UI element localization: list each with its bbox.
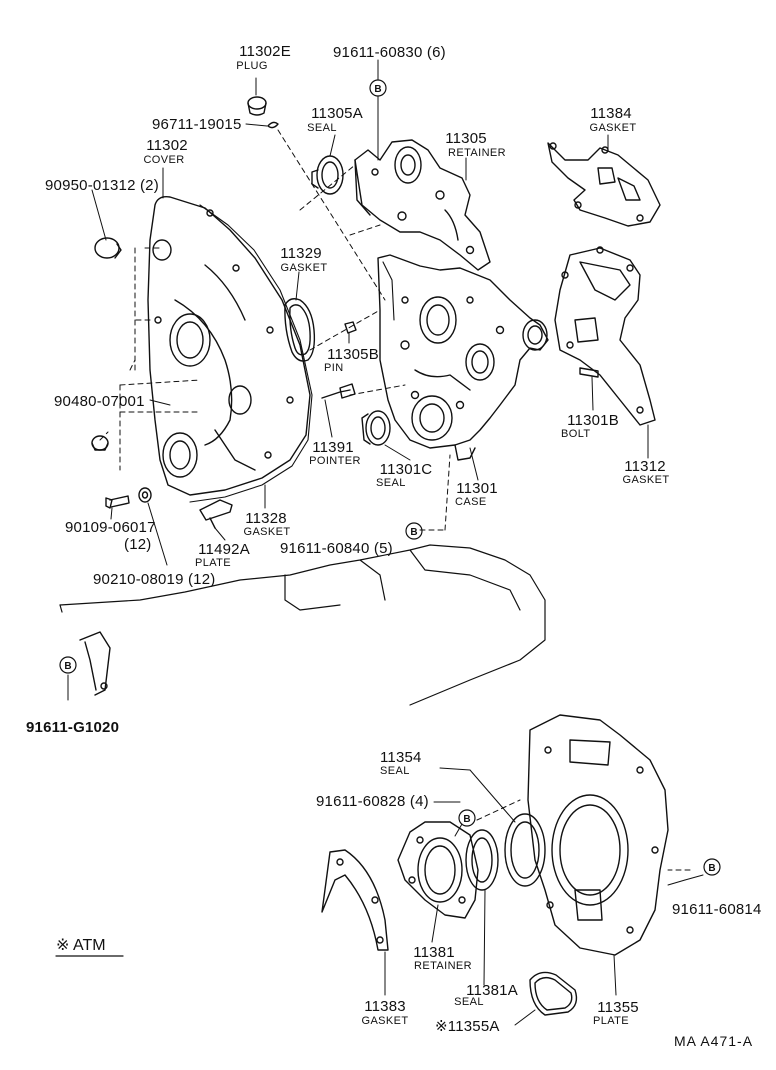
part-number-11355: 11355: [597, 999, 639, 1016]
part-number-11302E: 11302E: [239, 43, 291, 60]
bolt-marker-letter: B: [410, 527, 417, 538]
part-number-91611-60814: 91611-60814: [672, 901, 762, 918]
part-name-seal: SEAL: [376, 477, 406, 489]
part-name-cover: COVER: [143, 154, 185, 166]
part-number-11381: 11381: [413, 944, 455, 961]
cap-11355A-drawing: [529, 971, 578, 1016]
part-number-11301B: 11301B: [567, 412, 619, 429]
leader-lines: [67, 59, 704, 1026]
part-number-11305B: 11305B: [327, 346, 379, 363]
part-number-11301C: 11301C: [379, 461, 433, 478]
diagram-code: MA A471-A: [674, 1033, 754, 1049]
part-number-91611-60840: 91611-60840 (5): [280, 540, 393, 557]
part-number-11354: 11354: [380, 749, 422, 766]
bolt-marker-letter: B: [374, 84, 381, 95]
bolt-marker-letters: B B B B B: [64, 84, 715, 874]
part-qty-12: (12): [124, 536, 152, 553]
alignment-dashed-lines: [99, 129, 691, 871]
seal-11354-drawing: [504, 813, 546, 887]
part-name-gasket: GASKET: [243, 526, 291, 538]
part-number-90210-08019: 90210-08019 (12): [93, 571, 216, 588]
part-name-seal: SEAL: [454, 996, 484, 1008]
timing-case-11301-drawing: [377, 254, 549, 461]
part-name-seal: SEAL: [307, 122, 337, 134]
part-number-11328: 11328: [245, 510, 287, 527]
part-number-90950-01312: 90950-01312 (2): [45, 177, 159, 194]
part-number-91611-60830: 91611-60830 (6): [333, 44, 446, 61]
part-name-pointer: POINTER: [309, 455, 361, 467]
bolt-marker-letter: B: [708, 863, 715, 874]
part-name-case: CASE: [455, 496, 487, 508]
bracket-91611-G1020-drawing: [79, 631, 111, 696]
part-90480-07001-drawing: [91, 435, 109, 451]
clip-96711-19015-drawing: [267, 121, 279, 129]
pointer-11391-drawing: [321, 383, 356, 399]
plug-11302E-drawing: [247, 96, 267, 116]
part-number-96711-19015: 96711-19015: [152, 116, 242, 133]
timing-cover-11302-drawing: [147, 195, 313, 503]
seal-11305A-drawing: [311, 155, 344, 195]
part-number-11391: 11391: [312, 439, 354, 456]
plug-90950-01312-drawing: [94, 237, 122, 259]
part-name-pin: PIN: [324, 362, 344, 374]
part-number-11305A: 11305A: [311, 105, 363, 122]
part-number-11381A: 11381A: [466, 982, 518, 999]
part-name-plate: PLATE: [592, 1015, 630, 1027]
bolt-90109-06017-drawing: [105, 495, 130, 509]
part-number-11384: 11384: [590, 105, 632, 122]
part-name-plate: PLATE: [194, 557, 232, 569]
part-number-90109-06017: 90109-06017: [65, 519, 156, 536]
part-name-plug: PLUG: [236, 60, 268, 72]
part-number-11302: 11302: [146, 137, 188, 154]
plate-11355-drawing: [527, 714, 669, 956]
part-name-gasket: GASKET: [361, 1015, 409, 1027]
bolt-marker-letter: B: [463, 814, 470, 825]
gasket-11383-drawing: [321, 849, 389, 951]
part-name-retainer: RETAINER: [413, 960, 473, 972]
part-number-11383: 11383: [364, 998, 406, 1015]
engine-block-outline: [59, 544, 546, 706]
part-number-90480-07001: 90480-07001: [54, 393, 145, 410]
atm-legend: ※ ATM: [56, 937, 106, 954]
gasket-11312-drawing: [554, 246, 656, 426]
part-name-bolt: BOLT: [561, 428, 591, 440]
plate-11492A-drawing: [199, 499, 233, 529]
part-number-11355A: ※11355A: [435, 1018, 500, 1035]
retainer-11381-drawing: [397, 821, 479, 919]
part-number-11492A: 11492A: [198, 541, 250, 558]
gasket-11329-drawing: [284, 298, 316, 362]
part-number-11312: 11312: [624, 458, 666, 475]
part-number-11329: 11329: [280, 245, 322, 262]
part-name-gasket: GASKET: [622, 474, 670, 486]
part-number-91611-60828: 91611-60828 (4): [316, 793, 429, 810]
part-number-11301: 11301: [456, 480, 498, 497]
seal-11301C-drawing: [361, 410, 391, 446]
gasket-11384-drawing: [547, 142, 661, 227]
part-name-seal: SEAL: [380, 765, 410, 777]
bolt-markers: [59, 79, 721, 876]
part-name-retainer: RETAINER: [447, 147, 507, 159]
washer-90210-08019-drawing: [138, 487, 152, 503]
bolt-11301B-drawing: [579, 367, 599, 378]
retainer-11305-drawing: [354, 139, 491, 271]
part-number-11305: 11305: [445, 130, 487, 147]
part-number-91611-G1020: 91611-G1020: [26, 719, 120, 736]
bolt-marker-letter: B: [64, 661, 71, 672]
seal-11381A-drawing: [465, 829, 499, 891]
part-name-gasket: GASKET: [589, 122, 637, 134]
part-name-gasket: GASKET: [280, 262, 328, 274]
pin-11305B-drawing: [344, 321, 357, 334]
